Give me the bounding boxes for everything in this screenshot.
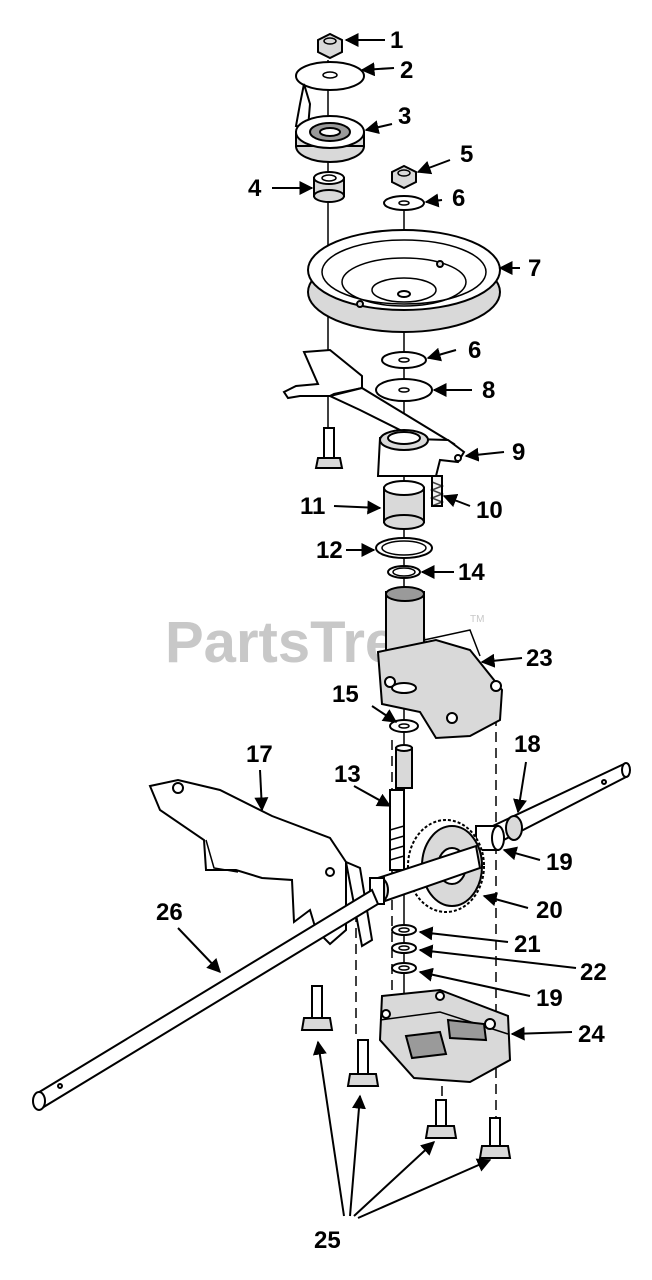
callout-4: 4: [248, 175, 262, 202]
leader-25b: [349, 1094, 366, 1217]
leader-5: [416, 159, 451, 175]
leader-15: [371, 705, 398, 723]
part-washer-22: [391, 942, 417, 954]
part-washer-8: [375, 378, 433, 402]
part-pin: [395, 744, 413, 789]
leader-13: [353, 785, 392, 807]
callout-2: 2: [400, 57, 413, 84]
callout-25: 25: [314, 1227, 341, 1254]
callout-20: 20: [536, 897, 563, 924]
part-washer-6a: [383, 195, 425, 211]
leader-25a: [312, 1040, 345, 1217]
callout-9: 9: [512, 439, 525, 466]
callout-5: 5: [460, 141, 473, 168]
leader-25d: [357, 1158, 492, 1219]
part-pulley-7: [307, 229, 501, 333]
callout-22: 22: [580, 959, 607, 986]
part-bushing-19a: [475, 825, 505, 851]
part-washer-15: [389, 719, 419, 733]
callout-11: 11: [300, 493, 325, 520]
callout-18: 18: [514, 731, 541, 758]
part-upper-case-23: [376, 586, 504, 740]
leader-6b: [426, 347, 457, 362]
part-bushing-4: [313, 171, 345, 203]
leader-10: [442, 493, 471, 508]
leader-19b: [418, 967, 531, 997]
part-axle-shaft: [369, 844, 482, 905]
leader-18: [513, 761, 527, 814]
callout-24: 24: [578, 1021, 605, 1048]
leader-3: [364, 120, 393, 134]
callout-14: 14: [458, 559, 485, 586]
part-snapring-14: [387, 565, 421, 579]
leader-6a: [424, 193, 443, 208]
part-bolt-25c: [424, 1099, 458, 1139]
callout-3: 3: [398, 103, 411, 130]
part-bolt-25a: [300, 985, 334, 1031]
part-axle-26: [32, 888, 380, 1111]
leader-2: [360, 62, 395, 77]
callout-6a: 6: [452, 185, 465, 212]
watermark-trademark: TM: [470, 614, 484, 625]
callout-10: 10: [476, 497, 503, 524]
leader-17: [254, 769, 269, 812]
part-ring-12: [375, 537, 433, 559]
callout-8: 8: [482, 377, 495, 404]
leader-22: [418, 944, 577, 969]
part-bolt-25d: [478, 1117, 512, 1159]
callout-1: 1: [390, 27, 403, 54]
part-bushing-11: [383, 480, 425, 530]
part-nut-1: [317, 32, 343, 60]
leader-11: [333, 500, 382, 515]
part-spring-10: [429, 475, 445, 507]
callout-23: 23: [526, 645, 553, 672]
part-bearing-3: [295, 115, 365, 163]
callout-19a: 19: [546, 849, 573, 876]
part-bushing-19b: [391, 962, 417, 974]
part-worm-shaft-13: [389, 789, 405, 871]
part-lower-case-24: [378, 988, 512, 1084]
leader-23: [480, 653, 523, 668]
leader-25c: [353, 1141, 436, 1217]
part-washer-21: [391, 924, 417, 936]
callout-12: 12: [316, 537, 343, 564]
part-nut-5: [391, 164, 417, 190]
part-bolt-upper: [314, 427, 344, 469]
callout-7: 7: [528, 255, 541, 282]
leader-19a: [502, 846, 541, 861]
callout-19b: 19: [536, 985, 563, 1012]
leader-26: [177, 927, 221, 974]
callout-21: 21: [514, 931, 541, 958]
callout-17: 17: [246, 741, 273, 768]
part-axle-18: [478, 762, 631, 850]
leader-21: [418, 926, 509, 943]
callout-26: 26: [156, 899, 183, 926]
part-washer-6b: [381, 351, 427, 369]
callout-6b: 6: [468, 337, 481, 364]
callout-15: 15: [332, 681, 359, 708]
leader-24: [510, 1026, 573, 1041]
leader-20: [482, 892, 529, 909]
leader-9: [464, 447, 505, 462]
part-bolt-25b: [346, 1039, 380, 1087]
callout-13: 13: [334, 761, 361, 788]
part-idler-arm-9: [376, 429, 466, 477]
